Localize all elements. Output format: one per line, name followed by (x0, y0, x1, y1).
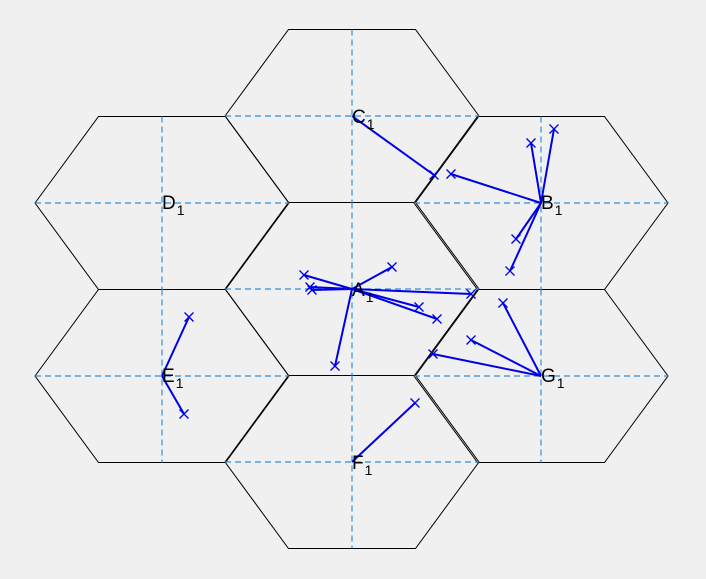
x-marker-icon (526, 138, 536, 148)
user-marker-layer (179, 124, 559, 419)
x-marker-icon (511, 234, 521, 244)
x-marker-icon (307, 285, 317, 295)
link-line-g-0 (432, 353, 542, 377)
x-marker-icon (299, 270, 309, 280)
x-marker-icon (505, 266, 515, 276)
link-line-b-4 (509, 202, 542, 272)
x-marker-icon (184, 312, 194, 322)
link-line-g-1 (470, 339, 542, 377)
cell-label-d: D1 (162, 193, 185, 218)
x-marker-icon (466, 289, 476, 299)
cell-label-layer: A1 B1 C1 D1 E1 F1 G1 (162, 107, 565, 478)
x-marker-icon (414, 302, 424, 312)
link-line-a-2 (311, 288, 353, 291)
link-line-a-0 (303, 274, 353, 290)
cell-label-f: F1 (352, 453, 373, 478)
link-line-a-6 (351, 288, 472, 295)
x-marker-icon (428, 349, 438, 359)
link-line-b-0 (450, 173, 542, 204)
cell-label-b: B1 (541, 193, 563, 218)
x-marker-icon (498, 298, 508, 308)
x-marker-icon (305, 282, 315, 292)
x-marker-icon (446, 169, 456, 179)
cell-label-c: C1 (352, 107, 375, 132)
x-marker-icon (432, 314, 442, 324)
link-line-b-2 (540, 128, 555, 204)
x-marker-icon (387, 262, 397, 272)
link-line-g-2 (502, 302, 542, 377)
x-marker-icon (179, 409, 189, 419)
link-layer (161, 115, 555, 463)
link-line-a-5 (351, 288, 438, 320)
link-line-e-1 (161, 375, 185, 415)
x-marker-icon (410, 398, 420, 408)
cell-label-a: A1 (352, 280, 374, 305)
x-marker-icon (466, 335, 476, 345)
link-line-f-0 (351, 402, 416, 463)
link-line-a-3 (351, 266, 393, 290)
link-line-a-7 (334, 288, 353, 367)
x-marker-icon (549, 124, 559, 134)
x-marker-icon (330, 361, 340, 371)
link-line-e-0 (161, 316, 190, 377)
link-line-b-3 (515, 202, 542, 240)
dashed-axis-lines (35, 29, 668, 549)
x-marker-icon (429, 170, 439, 180)
link-line-b-1 (530, 142, 542, 204)
link-line-c-0 (351, 115, 435, 176)
cell-label-g: G1 (541, 366, 565, 391)
cell-label-e: E1 (162, 366, 184, 391)
